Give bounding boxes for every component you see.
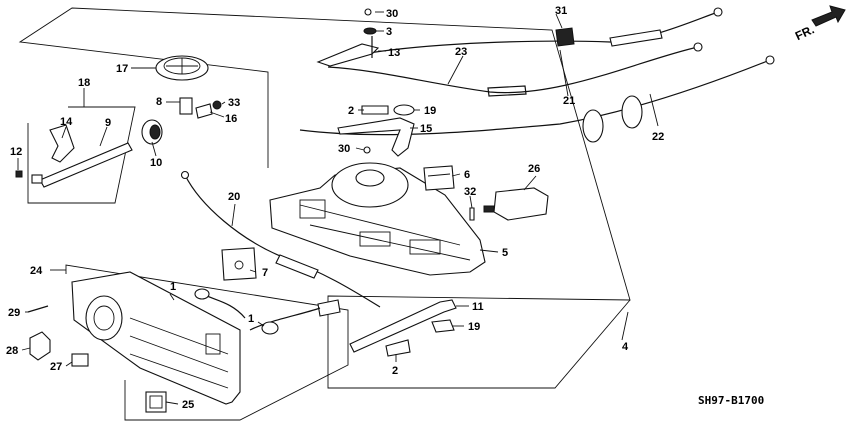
callout-31: 31 — [555, 5, 567, 17]
cable-22-end — [765, 55, 775, 65]
harness-wire — [249, 307, 321, 331]
screw-30-top — [364, 8, 372, 16]
cable-22-grommet-a — [582, 109, 604, 143]
pad-7 — [221, 247, 257, 281]
panel-dial — [85, 295, 123, 341]
callout-1-right: 1 — [248, 313, 254, 325]
callout-10: 10 — [150, 157, 162, 169]
callout-2-bottom: 2 — [392, 365, 398, 377]
callout-15: 15 — [420, 123, 432, 135]
connector-bottom — [317, 299, 341, 317]
callout-14: 14 — [60, 116, 73, 128]
shaft-9-tip — [31, 174, 43, 184]
front-arrow-icon — [811, 5, 846, 27]
callout-6: 6 — [464, 169, 470, 181]
callout-27: 27 — [50, 361, 62, 373]
cable-22-grommet-b — [621, 95, 643, 129]
nut-33 — [212, 100, 222, 110]
callout-33: 33 — [228, 97, 240, 109]
cable-23 — [327, 46, 699, 94]
callout-30-mid: 30 — [338, 143, 350, 155]
group-18-box — [27, 106, 136, 204]
callout-3: 3 — [386, 26, 392, 38]
washer-19-bottom — [431, 319, 455, 333]
shaft-9 — [39, 142, 133, 188]
callout-16: 16 — [225, 113, 237, 125]
washer-3 — [363, 27, 377, 35]
front-label: FR. — [793, 22, 816, 43]
lever-14 — [49, 124, 75, 163]
cable-21-sleeve — [609, 29, 663, 47]
cable-23-sleeve — [487, 85, 527, 97]
washer-19-top — [393, 104, 415, 116]
screw-12 — [15, 170, 23, 178]
callout-21: 21 — [563, 95, 575, 107]
cable-22 — [299, 59, 771, 136]
cable-21-end — [713, 7, 723, 17]
callout-26: 26 — [528, 163, 540, 175]
callout-17: 17 — [116, 63, 128, 75]
knob-28 — [29, 331, 51, 361]
cable-23-end — [693, 42, 703, 52]
callout-5: 5 — [502, 247, 508, 259]
callout-12: 12 — [10, 146, 22, 158]
button-25 — [145, 391, 167, 413]
callout-28: 28 — [6, 345, 18, 357]
callout-18: 18 — [78, 77, 90, 89]
leader-lines — [17, 11, 659, 405]
callout-29: 29 — [8, 307, 20, 319]
callout-8: 8 — [156, 96, 162, 108]
screw-29 — [27, 305, 49, 313]
switch-26 — [493, 187, 549, 221]
callout-20: 20 — [228, 191, 240, 203]
callout-1-left: 1 — [170, 281, 176, 293]
clip-2-bottom — [385, 339, 411, 357]
lever-15 — [337, 117, 415, 157]
callout-25: 25 — [182, 399, 194, 411]
callout-19-top: 19 — [424, 105, 436, 117]
socket-1b — [194, 288, 210, 300]
cable-21 — [329, 11, 719, 61]
cable-20-end — [180, 170, 190, 180]
callout-23: 23 — [455, 46, 467, 58]
callout-labels: 30 3 13 31 23 21 22 17 8 33 16 18 14 9 1… — [6, 5, 664, 411]
screw-30-mid — [363, 146, 371, 154]
group-24-box — [65, 264, 349, 421]
screw-32 — [469, 207, 475, 221]
clip-2-top — [361, 105, 389, 115]
clip-16 — [195, 103, 213, 119]
callout-22: 22 — [652, 131, 664, 143]
callout-11: 11 — [472, 301, 484, 313]
callout-24: 24 — [30, 265, 43, 277]
callout-7: 7 — [262, 267, 268, 279]
connector-6 — [423, 165, 455, 191]
assembly-outline — [18, 7, 631, 389]
diagram-code: SH97-B1700 — [698, 394, 764, 407]
cap-27 — [71, 353, 89, 367]
callout-13: 13 — [388, 47, 400, 59]
socket-1 — [261, 321, 279, 335]
callout-4: 4 — [622, 341, 629, 353]
callout-9: 9 — [105, 117, 111, 129]
grommet-31 — [555, 27, 575, 47]
callout-2-top: 2 — [348, 105, 354, 117]
callout-32: 32 — [464, 186, 476, 198]
cable-20-sleeve — [275, 254, 319, 279]
callout-19-bottom: 19 — [468, 321, 480, 333]
arm-11 — [349, 299, 457, 353]
shaft-8 — [179, 97, 193, 115]
arm-13 — [316, 43, 380, 67]
callout-30: 30 — [386, 8, 398, 20]
